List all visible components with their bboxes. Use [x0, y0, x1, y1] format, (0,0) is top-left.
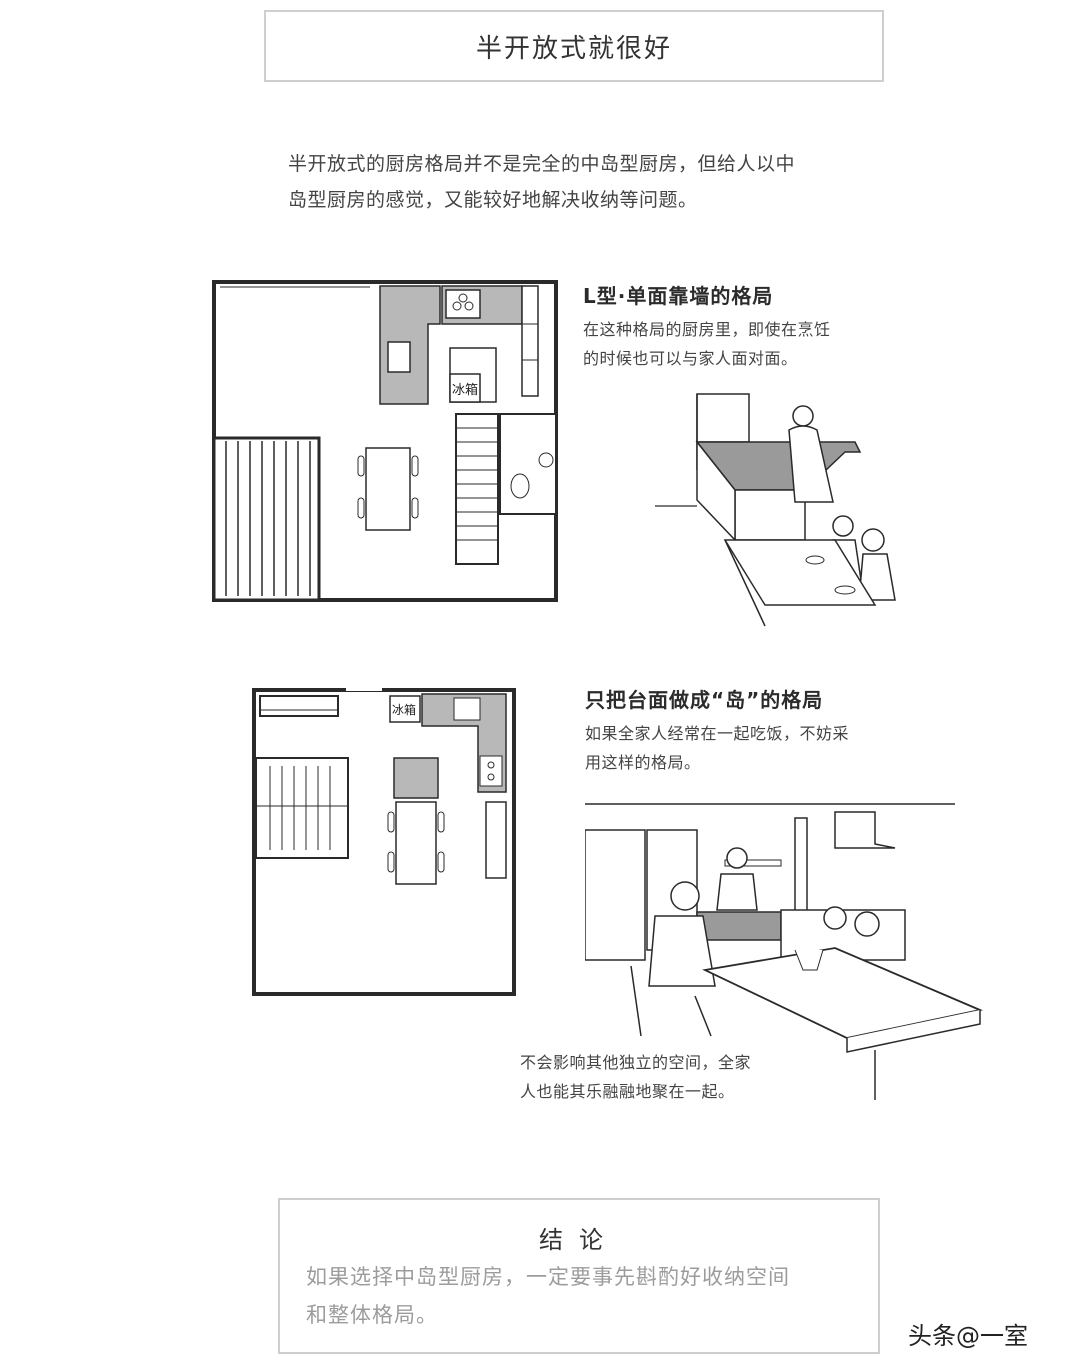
mother-figure — [726, 847, 748, 869]
stairs — [455, 413, 499, 565]
page-title: 半开放式就很好 — [475, 33, 672, 64]
sink-icon — [387, 341, 411, 373]
intro-line-1: 半开放式的厨房格局并不是完全的中岛型厨房，但给人以中 — [288, 153, 796, 175]
page-title-box: 半开放式就很好 — [264, 10, 884, 82]
range-hood — [834, 811, 896, 849]
conclusion-line-2: 和整体格局。 — [306, 1303, 438, 1327]
fridge-icon — [449, 373, 481, 403]
illustration-family-island — [585, 803, 983, 1100]
section1-title: L型·单面靠墙的格局 — [583, 284, 774, 308]
child-figure-1 — [832, 515, 854, 537]
floor-plan-l-type: 冰箱 — [212, 280, 558, 602]
section1-line-2: 的时候也可以与家人面对面。 — [583, 349, 798, 368]
mother-figure — [792, 405, 814, 427]
father-figure — [670, 881, 700, 911]
section1-text: L型·单面靠墙的格局 在这种格局的厨房里，即使在烹饪 的时候也可以与家人面对面。 — [583, 280, 913, 373]
fridge-icon — [389, 695, 421, 723]
dining-table — [365, 447, 411, 531]
fridge-label-1: 冰箱 — [452, 382, 478, 398]
section2-caption: 不会影响其他独立的空间，全家 人也能其乐融融地聚在一起。 — [520, 1048, 840, 1106]
conclusion-title: 结论 — [539, 1226, 619, 1254]
section2-line-2: 用这样的格局。 — [585, 753, 701, 772]
section2-text: 只把台面做成“岛”的格局 如果全家人经常在一起吃饭，不妨采 用这样的格局。 — [585, 684, 915, 777]
stove-icon — [445, 289, 481, 319]
caption-line-2: 人也能其乐融融地聚在一起。 — [520, 1082, 735, 1101]
section1-line-1: 在这种格局的厨房里，即使在烹饪 — [583, 320, 831, 339]
child-figure-2 — [854, 911, 880, 937]
island-counter — [393, 757, 439, 799]
caption-line-1: 不会影响其他独立的空间，全家 — [520, 1053, 752, 1072]
child-figure-2 — [861, 528, 885, 552]
toilet-icon — [510, 473, 530, 499]
conclusion-box: 结论 如果选择中岛型厨房，一定要事先斟酌好收纳空间 和整体格局。 — [278, 1198, 880, 1354]
intro-paragraph: 半开放式的厨房格局并不是完全的中岛型厨房，但给人以中 岛型厨房的感觉，又能较好地… — [288, 146, 888, 218]
conclusion-line-1: 如果选择中岛型厨房，一定要事先斟酌好收纳空间 — [306, 1265, 790, 1289]
sink-icon — [453, 697, 481, 721]
illustration-family-l-kitchen — [655, 393, 896, 627]
intro-line-2: 岛型厨房的感觉，又能较好地解决收纳等问题。 — [288, 189, 698, 211]
stove-icon — [479, 755, 503, 787]
dining-table — [395, 801, 437, 885]
window — [696, 393, 750, 443]
section2-title: 只把台面做成“岛”的格局 — [585, 688, 824, 712]
back-counter — [696, 911, 782, 941]
vase-icon — [794, 949, 824, 971]
section2-line-1: 如果全家人经常在一起吃饭，不妨采 — [585, 724, 850, 743]
conclusion-text: 如果选择中岛型厨房，一定要事先斟酌好收纳空间 和整体格局。 — [306, 1258, 866, 1334]
watermark: 头条@一室 — [908, 1322, 1028, 1350]
fridge-label-2: 冰箱 — [392, 702, 416, 717]
floor-plan-island: 冰箱 — [252, 686, 516, 996]
stairs — [255, 757, 349, 859]
child-figure-1 — [823, 906, 847, 930]
